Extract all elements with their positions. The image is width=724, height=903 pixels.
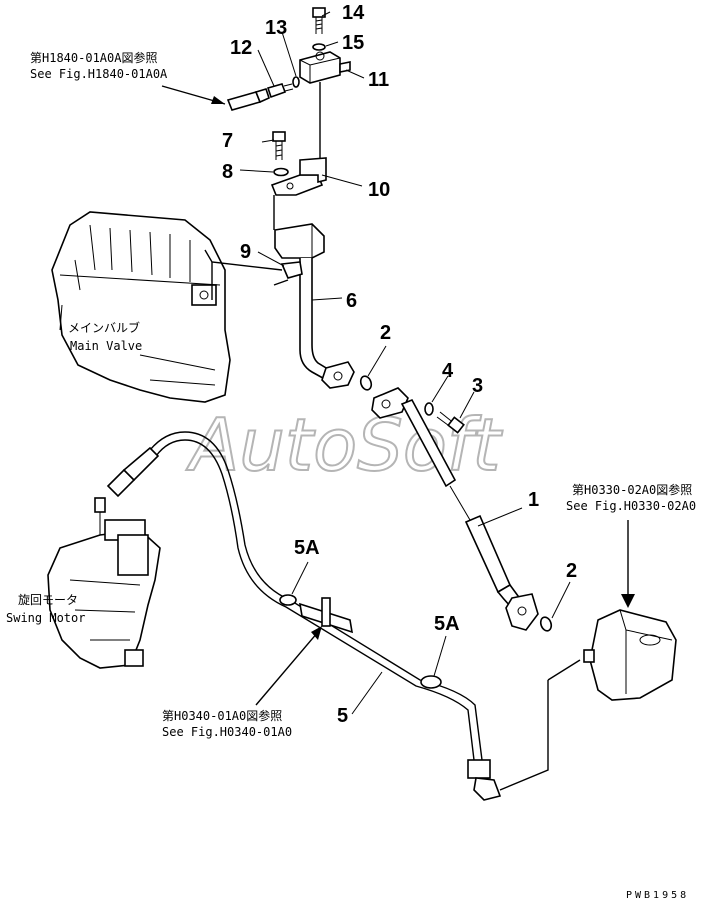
- pipe-6: [274, 223, 355, 389]
- callout-15: 15: [342, 32, 364, 54]
- hose-h1840: [226, 88, 270, 111]
- o-ring-2-upper: [359, 375, 373, 391]
- callout-9: 9: [240, 241, 251, 263]
- leader-h0340: [255, 631, 319, 706]
- callout-leaders: [239, 11, 571, 715]
- main-valve-label-jp: メインバルブ: [68, 320, 140, 335]
- ref-h0340-en: See Fig.H0340-01A0: [162, 725, 292, 739]
- bracket-10: [270, 157, 327, 196]
- bolt-7: [272, 131, 286, 160]
- clamp-5a-upper: [279, 594, 354, 634]
- hose-5-outer: [117, 439, 475, 761]
- callout-10: 10: [368, 179, 390, 201]
- washer-15: [312, 43, 326, 51]
- o-ring-2-lower: [539, 616, 553, 632]
- part-11-block: [299, 51, 351, 84]
- callout-5a-upper: 5A: [294, 537, 320, 559]
- flange-upper: [371, 387, 409, 419]
- watermark: AutoSoft: [186, 403, 503, 487]
- ref-h0340-jp: 第H0340-01A0図参照: [162, 708, 282, 723]
- swing-motor: [47, 497, 161, 669]
- callout-2-lower: 2: [566, 560, 577, 582]
- line-h0330-hose-top: [547, 659, 581, 681]
- main-valve: [51, 211, 231, 403]
- callout-1: 1: [528, 489, 539, 511]
- callout-11: 11: [368, 69, 389, 91]
- callout-13: 13: [265, 17, 287, 39]
- swing-motor-label-en: Swing Motor: [6, 611, 85, 625]
- callout-6: 6: [346, 290, 357, 312]
- ref-h0330-en: See Fig.H0330-02A0: [566, 499, 696, 513]
- ref-h1840-jp: 第H1840-01A0A図参照: [30, 50, 157, 65]
- component-h0330: [583, 609, 677, 701]
- callout-8: 8: [222, 161, 233, 183]
- callout-2-upper: 2: [380, 322, 391, 344]
- swing-motor-label-jp: 旋回モータ: [18, 593, 78, 607]
- o-ring-13: [292, 76, 300, 88]
- clamp-5a-lower: [420, 675, 442, 689]
- drawing-code: PWB1958: [626, 890, 689, 901]
- bolt-14: [312, 7, 326, 34]
- hose-5-end-right: [467, 759, 502, 801]
- pipe-1: [400, 398, 539, 631]
- line-h0330-hose: [499, 680, 549, 791]
- ref-h0330-jp: 第H0330-02A0図参照: [572, 482, 692, 497]
- washer-8: [273, 167, 289, 177]
- ref-h1840-en: See Fig.H1840-01A0A: [30, 67, 168, 81]
- callout-3: 3: [472, 375, 483, 397]
- callout-5a-lower: 5A: [434, 613, 460, 635]
- arrow-h1840: [211, 96, 225, 104]
- line-9-link: [273, 279, 289, 286]
- washer-4: [424, 402, 434, 416]
- callout-12: 12: [230, 37, 252, 59]
- arrow-h0330: [621, 594, 635, 608]
- main-valve-label-en: Main Valve: [70, 339, 142, 353]
- callout-14: 14: [342, 2, 365, 24]
- callout-7: 7: [222, 130, 233, 152]
- arrow-h0340: [311, 626, 322, 640]
- fitting-12: [266, 83, 294, 99]
- bolt-3: [436, 411, 465, 434]
- hose-5-end-left: [106, 446, 160, 498]
- plate-9: [280, 261, 303, 279]
- callout-5: 5: [337, 705, 348, 727]
- callout-4: 4: [442, 360, 454, 382]
